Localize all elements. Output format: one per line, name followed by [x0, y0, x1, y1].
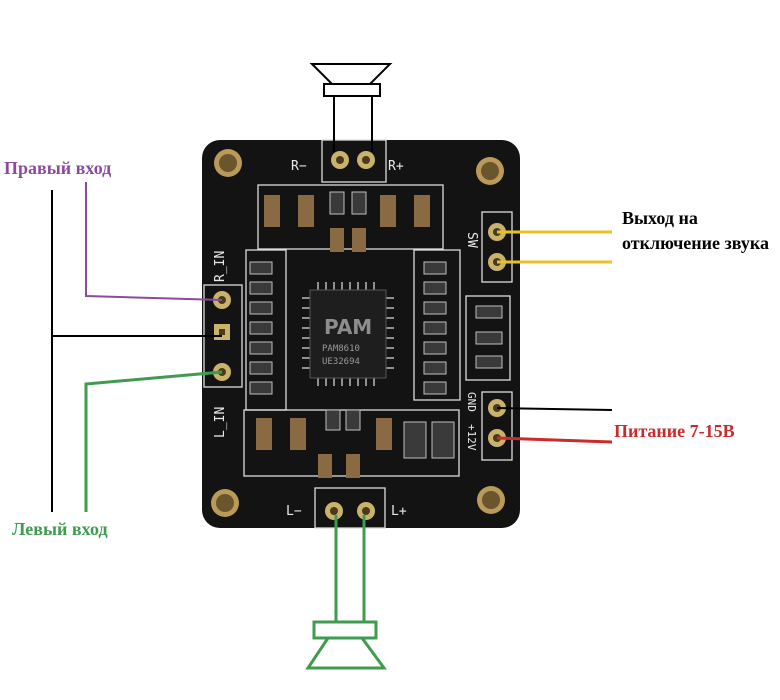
mounting-holes: [211, 149, 505, 517]
left-input-label: Левый вход: [12, 519, 108, 539]
silk-gnd: GND: [465, 392, 478, 412]
right-input-wire: [85, 182, 223, 301]
power-gnd-wire: [496, 407, 613, 411]
left-input-wire: [84, 370, 223, 512]
silk-l-in: L_IN: [213, 407, 228, 438]
amplifier-chip-icon: PAM PAM8610 UE32694: [302, 282, 394, 386]
silk-r-minus: R−: [291, 159, 307, 174]
speaker-top-icon: [309, 63, 393, 97]
silk-r-plus: R+: [388, 159, 404, 174]
chip-date-code: UE32694: [322, 357, 360, 367]
silk-l-plus: L+: [391, 504, 407, 519]
speaker-bottom-icon: [305, 620, 387, 670]
silk-r-in: R_IN: [213, 251, 228, 282]
mute-output-label: Выход на отключение звука: [622, 208, 769, 253]
chip-logo: PAM: [324, 315, 372, 339]
speaker-bottom-wires: [334, 515, 366, 622]
power-plus-wire: [496, 436, 613, 444]
power-label: Питание 7-15В: [614, 421, 735, 441]
chip-part-number: PAM8610: [322, 344, 360, 354]
silk-l-minus: L−: [286, 504, 302, 519]
mute-wires: [497, 230, 612, 264]
speaker-top-wires: [333, 96, 373, 152]
silk-sw: SW: [464, 232, 479, 248]
ground-wires: [51, 190, 222, 512]
silk-plus12v: +12V: [465, 424, 478, 451]
right-input-label: Правый вход: [4, 158, 112, 178]
smd-components: [249, 191, 503, 478]
